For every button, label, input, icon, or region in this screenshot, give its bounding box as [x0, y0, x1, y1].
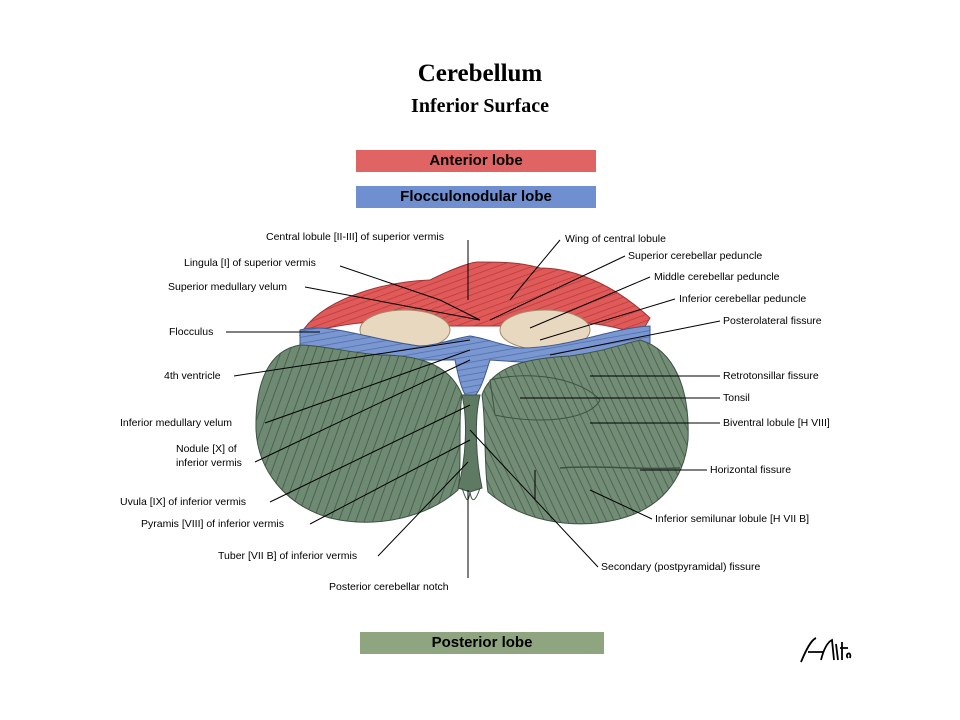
label-posterolateral-fissure: Posterolateral fissure — [723, 315, 822, 327]
label-secondary-fissure: Secondary (postpyramidal) fissure — [601, 561, 761, 573]
label-biventral-lobule: Biventral lobule [H VIII] — [723, 417, 830, 429]
leader-lines — [226, 239, 721, 578]
label-posterior-notch: Posterior cerebellar notch — [329, 581, 449, 593]
left-hemisphere — [255, 344, 463, 523]
legend-posterior-lobe: Posterior lobe — [360, 632, 604, 654]
artist-signature-icon — [800, 637, 852, 663]
label-nodule-line2: inferior vermis — [176, 457, 242, 469]
page-title: Cerebellum — [417, 60, 543, 87]
label-nodule-line1: Nodule [X] of — [176, 443, 237, 455]
label-uvula: Uvula [IX] of inferior vermis — [120, 496, 247, 508]
label-flocculus: Flocculus — [169, 326, 214, 338]
label-superior-medullary-velum: Superior medullary velum — [168, 281, 288, 293]
label-central-lobule: Central lobule [II-III] of superior verm… — [266, 231, 444, 243]
label-horizontal-fissure: Horizontal fissure — [710, 464, 792, 476]
inferior-vermis — [457, 394, 483, 493]
label-wing-central-lobule: Wing of central lobule — [565, 233, 666, 245]
horizontal-fissure-line — [559, 466, 681, 470]
legend-anterior-lobe: Anterior lobe — [356, 150, 596, 172]
label-inferior-peduncle: Inferior cerebellar peduncle — [679, 293, 807, 305]
label-middle-peduncle: Middle cerebellar peduncle — [654, 271, 780, 283]
label-tuber: Tuber [VII B] of inferior vermis — [218, 550, 358, 562]
label-fourth-ventricle: 4th ventricle — [164, 370, 221, 382]
right-hemisphere — [481, 339, 689, 525]
anterior-lobe-region — [298, 261, 651, 336]
legend-flocculonodular-lobe: Flocculonodular lobe — [356, 186, 596, 208]
tonsil-outline — [489, 375, 601, 421]
label-superior-peduncle: Superior cerebellar peduncle — [628, 250, 763, 262]
label-retrotonsillar-fissure: Retrotonsillar fissure — [723, 370, 819, 382]
page-subtitle: Inferior Surface — [411, 95, 549, 117]
label-lingula: Lingula [I] of superior vermis — [184, 257, 316, 269]
posterior-notch — [461, 487, 481, 501]
label-inferior-medullary-velum: Inferior medullary velum — [120, 417, 233, 429]
label-tonsil: Tonsil — [723, 392, 750, 404]
label-inferior-semilunar: Inferior semilunar lobule [H VII B] — [655, 513, 810, 525]
label-pyramis: Pyramis [VIII] of inferior vermis — [141, 518, 284, 530]
